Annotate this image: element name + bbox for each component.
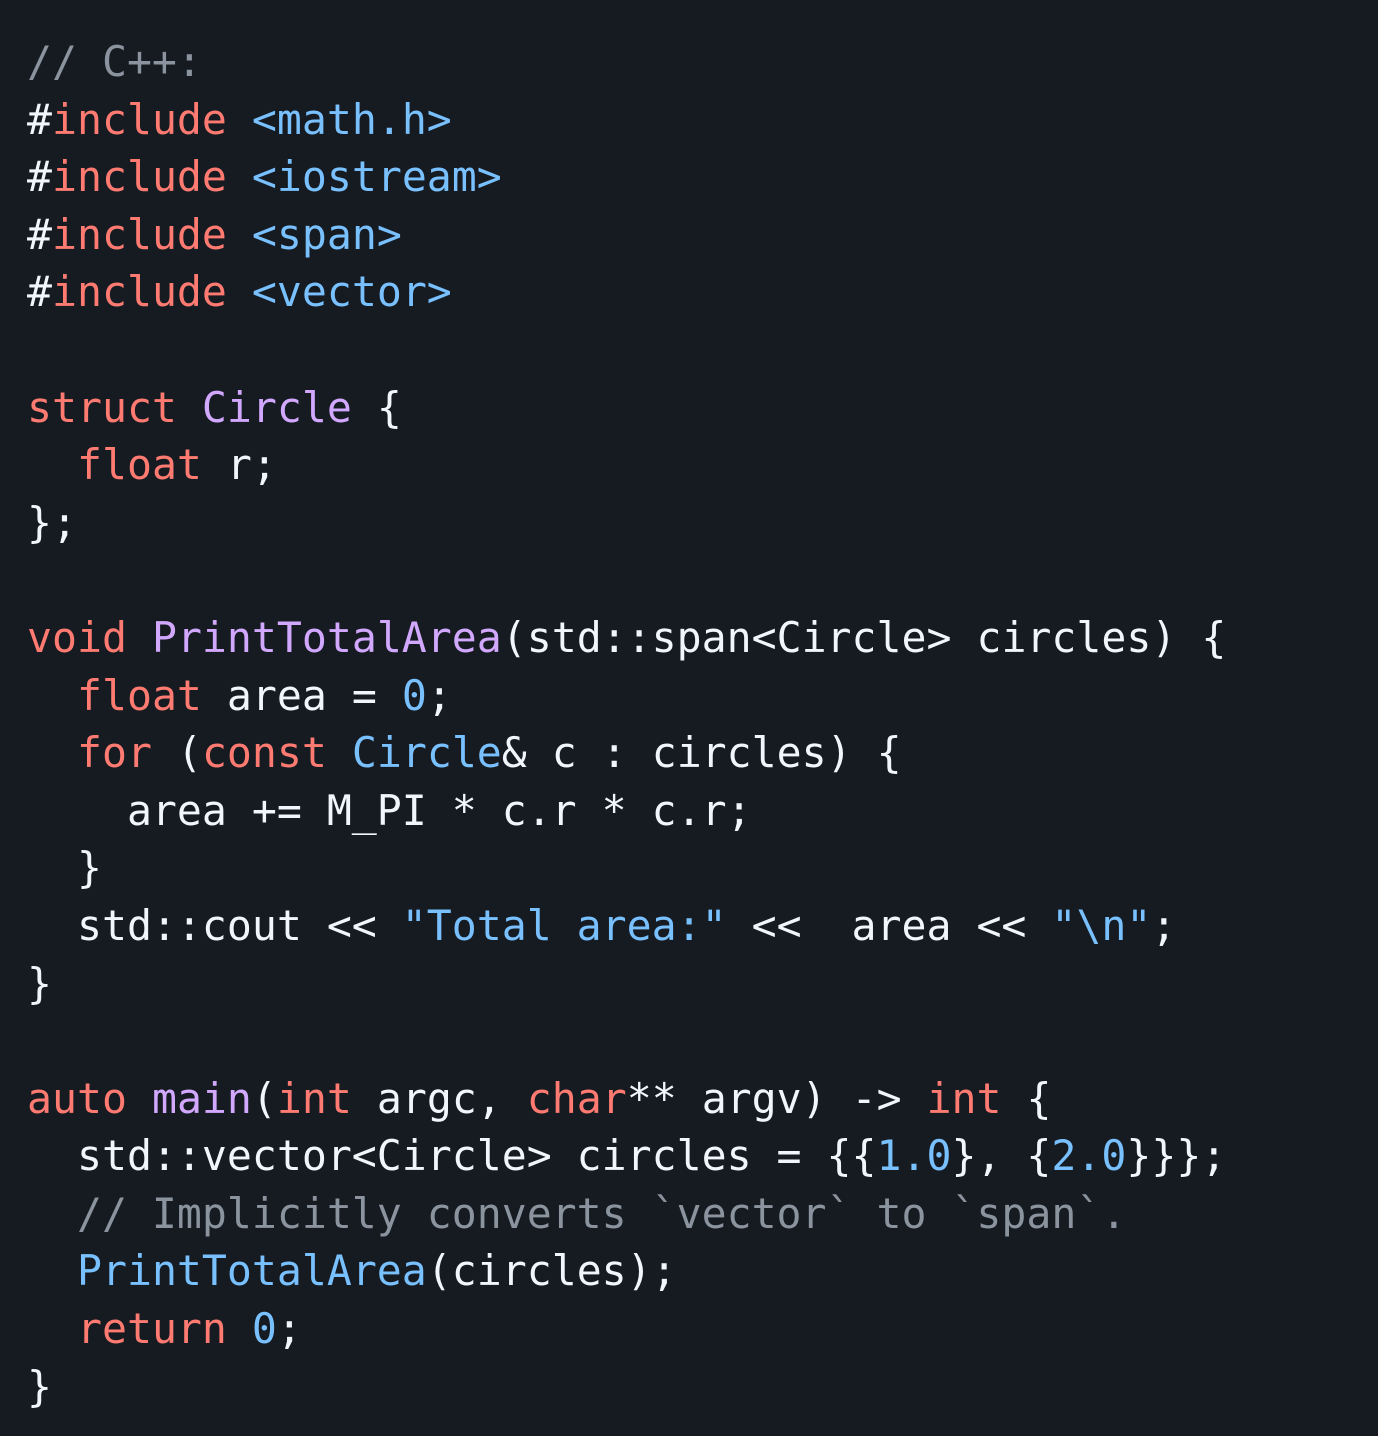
literal-token: <span> — [251, 209, 402, 259]
keyword-token: float — [76, 670, 202, 720]
function-token: Circle — [201, 382, 352, 432]
code-token: { — [1001, 1073, 1052, 1123]
code-line: } — [27, 1358, 1378, 1416]
code-line: #include <iostream> — [27, 148, 1378, 206]
code-token — [27, 671, 77, 720]
code-token: (circles); — [426, 1246, 677, 1296]
code-token: r; — [201, 440, 277, 490]
code-line: }; — [27, 494, 1378, 552]
code-line: // Implicitly converts `vector` to `span… — [27, 1185, 1378, 1243]
code-token: ( — [251, 1073, 277, 1123]
code-line: void PrintTotalArea(std::span<Circle> ci… — [27, 609, 1378, 667]
code-token: area = — [201, 670, 402, 720]
keyword-token: return — [76, 1304, 227, 1354]
code-line: // C++: — [27, 33, 1378, 91]
code-token: ; — [426, 670, 452, 720]
keyword-token: const — [201, 728, 327, 778]
code-token — [227, 1304, 252, 1353]
code-line: #include <vector> — [27, 263, 1378, 321]
code-line: for (const Circle& c : circles) { — [27, 724, 1378, 782]
keyword-token: struct — [27, 382, 177, 432]
code-line: #include <span> — [27, 206, 1378, 264]
code-token: & c : circles) { — [501, 728, 902, 778]
literal-token: 0 — [251, 1304, 277, 1354]
literal-token: 0 — [401, 670, 427, 720]
function-token: main — [151, 1073, 252, 1123]
code-line: PrintTotalArea(circles); — [27, 1242, 1378, 1300]
code-token: }; — [27, 497, 77, 547]
literal-token: <math.h> — [251, 94, 452, 144]
code-line: auto main(int argc, char** argv) -> int … — [27, 1070, 1378, 1128]
code-token: }, { — [951, 1131, 1052, 1181]
comment-token: // C++: — [27, 37, 202, 86]
code-token: ; — [1151, 900, 1177, 950]
keyword-token: float — [76, 440, 202, 490]
code-line — [27, 1012, 1378, 1070]
code-token: }}}; — [1126, 1131, 1227, 1181]
keyword-token: int — [276, 1073, 352, 1123]
code-line: std::cout << "Total area:" << area << "\… — [27, 897, 1378, 955]
code-token: } — [27, 843, 102, 893]
code-token: ( — [151, 728, 202, 778]
keyword-token: include — [52, 209, 227, 259]
literal-token: "\n" — [1051, 900, 1152, 950]
code-line: struct Circle { — [27, 379, 1378, 437]
code-line: } — [27, 839, 1378, 897]
code-token: argc, — [351, 1073, 527, 1123]
code-token — [227, 95, 252, 144]
literal-token: PrintTotalArea — [76, 1246, 427, 1296]
code-token — [127, 613, 152, 662]
keyword-token: for — [76, 728, 152, 778]
code-token — [27, 1246, 77, 1295]
literal-token: <iostream> — [251, 152, 502, 202]
code-token: area += M_PI * c.r * c.r; — [27, 785, 752, 835]
keyword-token: char — [526, 1073, 627, 1123]
literal-token: 2.0 — [1051, 1131, 1127, 1181]
keyword-token: void — [27, 612, 127, 662]
code-token — [327, 728, 352, 777]
code-line: float r; — [27, 436, 1378, 494]
code-token — [227, 152, 252, 201]
function-token: PrintTotalArea — [151, 612, 502, 662]
literal-token: "Total area:" — [401, 900, 727, 950]
code-token — [27, 1304, 77, 1353]
code-token — [227, 210, 252, 259]
keyword-token: include — [52, 267, 227, 317]
code-line: area += M_PI * c.r * c.r; — [27, 782, 1378, 840]
code-token: # — [27, 94, 52, 144]
code-token — [27, 440, 77, 489]
code-line: #include <math.h> — [27, 91, 1378, 149]
keyword-token: int — [926, 1073, 1002, 1123]
code-token: { — [351, 382, 402, 432]
code-token: # — [27, 152, 52, 202]
keyword-token: include — [52, 94, 227, 144]
code-line — [27, 321, 1378, 379]
code-token — [227, 267, 252, 316]
code-line — [27, 551, 1378, 609]
keyword-token: include — [52, 152, 227, 202]
code-token: (std::span<Circle> circles) { — [501, 612, 1227, 662]
code-token: ** argv) -> — [626, 1073, 927, 1123]
comment-token: // Implicitly converts `vector` to `span… — [27, 1188, 1127, 1238]
code-line: std::vector<Circle> circles = {{1.0}, {2… — [27, 1127, 1378, 1185]
code-line: return 0; — [27, 1300, 1378, 1358]
code-token: # — [27, 209, 52, 259]
code-line: float area = 0; — [27, 667, 1378, 725]
code-token: << area << — [726, 900, 1052, 950]
literal-token: 1.0 — [876, 1131, 952, 1181]
keyword-token: auto — [27, 1073, 127, 1123]
code-token: std::cout << — [27, 900, 402, 950]
code-token — [177, 383, 202, 432]
code-token: # — [27, 267, 52, 317]
code-token: ; — [276, 1304, 302, 1354]
code-line: } — [27, 955, 1378, 1013]
code-token: std::vector<Circle> circles = {{ — [27, 1131, 877, 1181]
code-token — [127, 1074, 152, 1123]
literal-token: <vector> — [251, 267, 452, 317]
code-token — [27, 728, 77, 777]
code-token: } — [27, 958, 52, 1008]
literal-token: Circle — [351, 728, 502, 778]
code-token: } — [27, 1361, 52, 1411]
